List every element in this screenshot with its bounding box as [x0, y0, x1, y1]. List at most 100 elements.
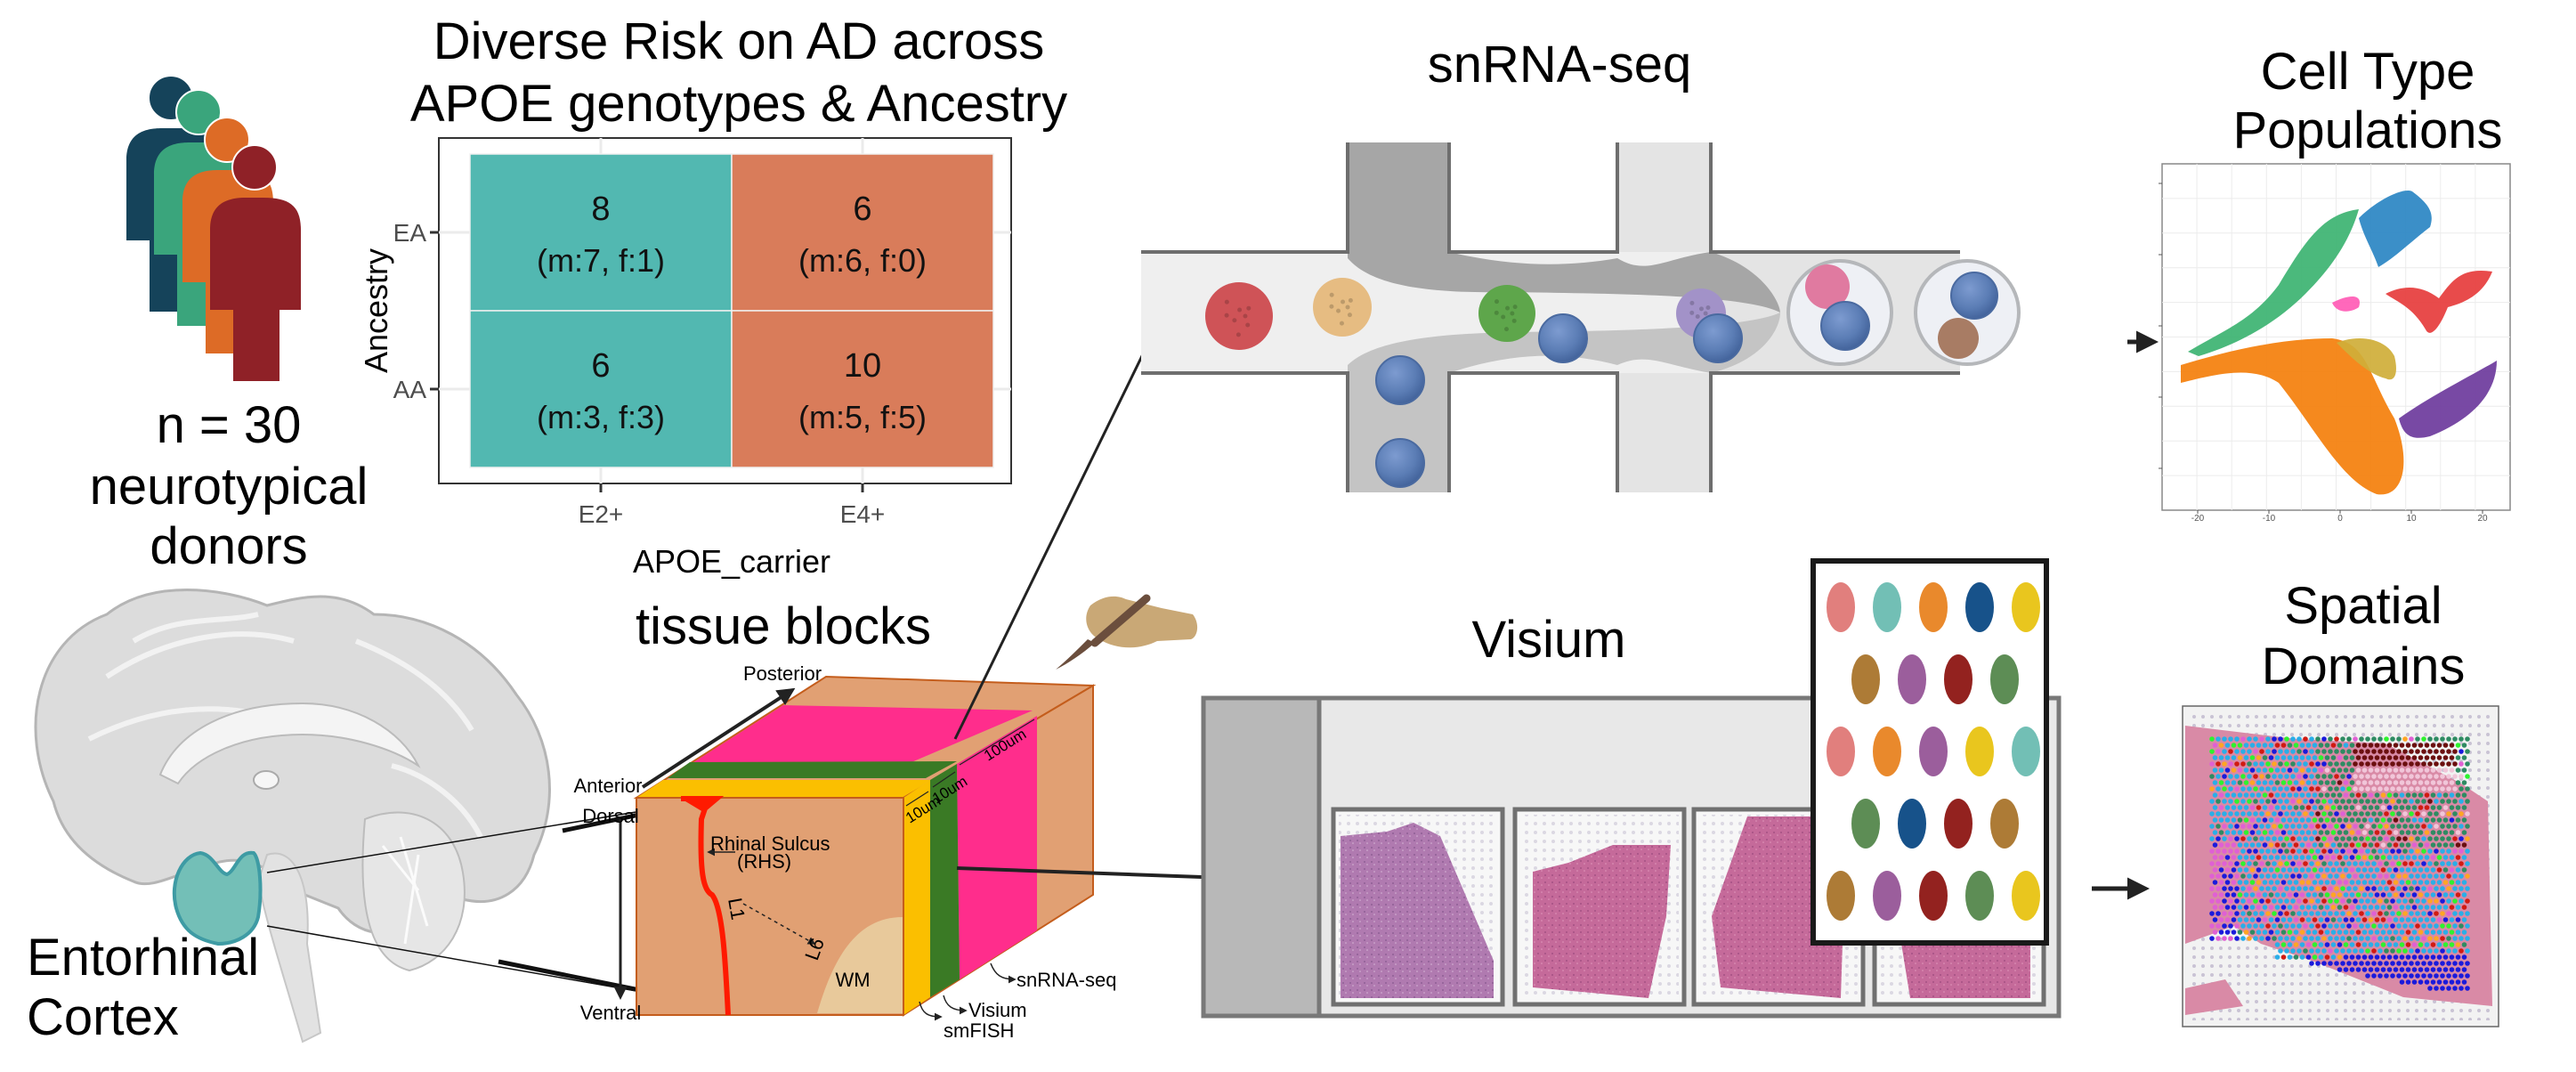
- tile-sex-label: (m:3, f:3): [537, 399, 665, 435]
- visium-spot: [1827, 871, 1855, 921]
- tissue-block-3d: [613, 675, 1097, 1021]
- barcode-bead: [1375, 355, 1425, 405]
- visium-spot: [1827, 727, 1855, 776]
- spatial-title-line1: Spatial: [2284, 577, 2442, 635]
- heatmap-chart: 8 (m:7, f:1) 6 (m:6, f:0) 6 (m:3, f:3) 10 (m:5,…: [358, 137, 1012, 580]
- person-icon: [210, 144, 301, 381]
- barcode-bead: [1950, 272, 1998, 320]
- visium-spot: [1965, 871, 1994, 921]
- label-rhs: (RHS): [737, 850, 791, 873]
- umap-x-tick-label: 20: [2477, 514, 2488, 524]
- label-out-smfish: smFISH: [944, 1019, 1014, 1042]
- donor-descriptor-2: donors: [150, 517, 307, 575]
- label-dorsal: Dorsal: [582, 805, 639, 827]
- umap-x-tick-label: -20: [2191, 514, 2205, 524]
- visium-slide: [1201, 558, 2062, 1019]
- umap-x-tick-label: 0: [2337, 514, 2343, 524]
- visium-spot: [2012, 582, 2040, 632]
- visium-spot: [1919, 582, 1948, 632]
- entorhinal-highlight: [172, 850, 263, 946]
- visium-spot: [1898, 654, 1926, 704]
- nucleus: [1478, 285, 1535, 342]
- droplet-nucleus: [1938, 318, 1979, 359]
- x-tick-label: E4+: [840, 500, 886, 528]
- capture-area: [1331, 807, 1505, 1007]
- visium-spot: [1827, 582, 1855, 632]
- y-tick-label: AA: [393, 376, 427, 403]
- visium-spot: [2012, 871, 2040, 921]
- umap-x-tick-label: 10: [2406, 514, 2417, 524]
- nucleus: [1205, 282, 1273, 350]
- region-label-line1: Entorhinal: [27, 929, 259, 987]
- umap-x-tick-label: -10: [2263, 514, 2276, 524]
- label-out-snrna: snRNA-seq: [1017, 969, 1116, 991]
- heatmap-tile: [731, 310, 994, 468]
- label-l1: L1: [724, 897, 749, 922]
- visium-spot: [1965, 727, 1994, 776]
- arrow-to-snrnaseq: [953, 322, 1159, 740]
- tile-count-label: 8: [591, 191, 610, 228]
- tile-count-label: 6: [591, 347, 610, 385]
- region-label-line2: Cortex: [27, 988, 179, 1046]
- y-axis-label: Ancestry: [358, 248, 394, 373]
- tile-sex-label: (m:6, f:0): [798, 242, 927, 279]
- visium-spot: [1919, 727, 1948, 776]
- x-tick-label: E2+: [579, 500, 624, 528]
- capture-area: [1512, 807, 1687, 1007]
- barcode-bead: [1538, 313, 1588, 363]
- donor-count: n = 30: [157, 396, 302, 454]
- brain-sagittal-icon: [34, 589, 713, 1044]
- umap-cluster: [2399, 361, 2497, 438]
- umap-cluster: [2359, 191, 2432, 267]
- visium-spot: [1873, 871, 1901, 921]
- visium-spot: [2012, 727, 2040, 776]
- heatmap-tile: [731, 153, 994, 312]
- barcode-bead: [1375, 438, 1425, 488]
- visium-title: Visium: [1472, 611, 1626, 669]
- visium-spot: [1851, 654, 1880, 704]
- visium-spot: [1965, 582, 1994, 632]
- donor-descriptor: neurotypical: [90, 458, 369, 516]
- heatmap-title-line2: APOE genotypes & Ancestry: [410, 75, 1067, 133]
- umap-cluster: [2386, 271, 2492, 333]
- tile-count-label: 6: [853, 191, 871, 228]
- droplet-nucleus: [1805, 264, 1850, 309]
- barcode-bead: [1693, 313, 1743, 363]
- umap-cluster: [2332, 296, 2360, 312]
- celltypes-title-line1: Cell Type: [2261, 43, 2475, 101]
- donors-icon: [126, 75, 301, 381]
- celltypes-title-line2: Populations: [2232, 102, 2502, 159]
- spot-grid: [1827, 582, 2040, 921]
- umap-cluster: [2188, 209, 2359, 356]
- y-tick-label: EA: [393, 219, 427, 247]
- visium-spot: [1944, 654, 1973, 704]
- visium-spot: [1851, 799, 1880, 849]
- umap-cluster: [2337, 338, 2396, 380]
- visium-spot: [1873, 727, 1901, 776]
- label-posterior: Posterior: [743, 662, 822, 685]
- heatmap-title-line1: Diverse Risk on AD across: [433, 12, 1045, 70]
- label-out-visium: Visium: [968, 999, 1027, 1021]
- nucleus: [1313, 278, 1372, 337]
- umap-plot: -20 -10 0 10 20: [2159, 163, 2511, 524]
- visium-spot: [1919, 871, 1948, 921]
- visium-spot: [1990, 654, 2019, 704]
- tile-count-label: 10: [844, 347, 881, 385]
- spatial-title-line2: Domains: [2262, 638, 2466, 695]
- visium-spot: [1898, 799, 1926, 849]
- label-rhinal-sulcus: Rhinal Sulcus: [710, 832, 830, 855]
- label-anterior: Anterior: [573, 775, 642, 797]
- spatial-domain-map: [2182, 705, 2499, 1027]
- label-wm: WM: [835, 969, 870, 991]
- tile-sex-label: (m:7, f:1): [537, 242, 665, 279]
- x-axis-label: APOE_carrier: [633, 543, 830, 580]
- visium-spot: [1990, 799, 2019, 849]
- heatmap-tile: [469, 153, 733, 312]
- heatmap-tile: [469, 310, 733, 468]
- barcode-bead: [1820, 301, 1870, 351]
- scalpel-hand-icon: [1056, 594, 1198, 670]
- umap-cluster: [2181, 338, 2404, 495]
- tile-sex-label: (m:5, f:5): [798, 399, 927, 435]
- visium-spot: [1873, 582, 1901, 632]
